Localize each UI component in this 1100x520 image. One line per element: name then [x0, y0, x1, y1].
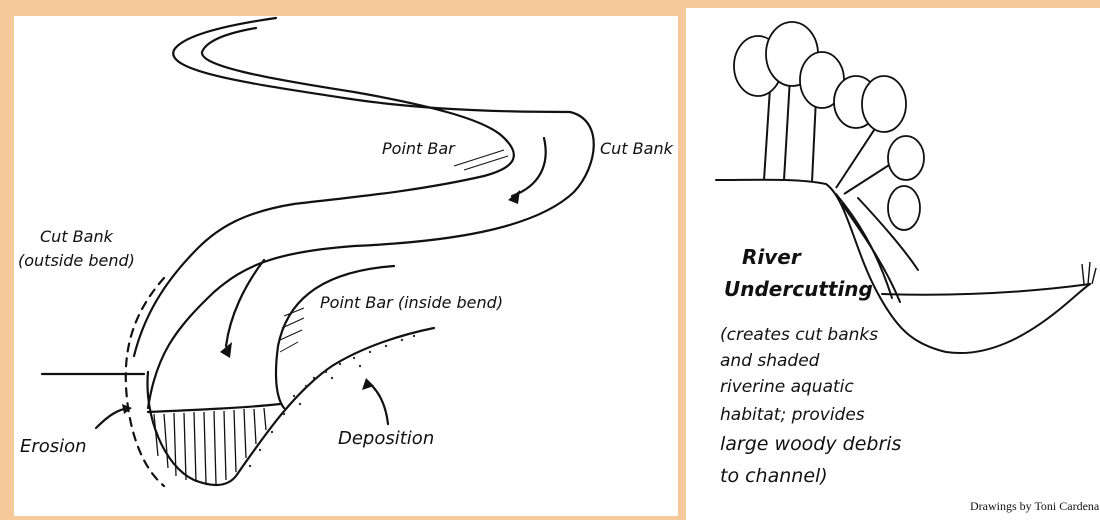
drawing-credit: Drawings by Toni Cardena [970, 499, 1100, 513]
label-point-bar-top: Point Bar [382, 139, 456, 158]
tree-canopies [734, 22, 924, 230]
label-cut-bank-left: Cut Bank [40, 227, 114, 246]
deposition-arrow [368, 382, 388, 424]
caption-line-3: riverine aquatic [720, 377, 854, 397]
label-erosion: Erosion [20, 436, 87, 457]
label-outside-bend: (outside bend) [18, 251, 135, 270]
flow-arrow-2 [226, 260, 264, 346]
cross-section-hatching [154, 408, 266, 484]
caption-line-6: to channel) [720, 465, 828, 487]
erosion-arrow [96, 408, 128, 428]
undercutting-diagram: River Undercutting (creates cut banks an… [686, 8, 1100, 520]
label-deposition: Deposition [338, 428, 434, 449]
meander-diagram: Point Bar Cut Bank Cut Bank (outside ben… [14, 16, 678, 516]
title-river: River [742, 245, 802, 269]
undercutting-diagram-panel: River Undercutting (creates cut banks an… [686, 8, 1100, 520]
label-point-bar-inside: Point Bar (inside bend) [320, 293, 503, 312]
caption-line-2: and shaded [720, 351, 820, 371]
caption-line-1: (creates cut banks [720, 325, 878, 345]
label-cut-bank-right: Cut Bank [600, 139, 674, 158]
flow-arrow-1 [512, 138, 546, 196]
water-top-cross [148, 404, 280, 412]
grass-tuft [1082, 262, 1096, 284]
caption-line-4: habitat; provides [720, 405, 865, 425]
water-level-line [882, 284, 1090, 295]
title-undercutting: Undercutting [724, 277, 873, 301]
point-bar-edge [276, 266, 394, 408]
cross-section-outline [147, 328, 434, 485]
caption-line-5: large woody debris [720, 433, 902, 455]
meander-diagram-panel: Point Bar Cut Bank Cut Bank (outside ben… [14, 16, 678, 516]
channel-bank-outer [148, 18, 594, 408]
